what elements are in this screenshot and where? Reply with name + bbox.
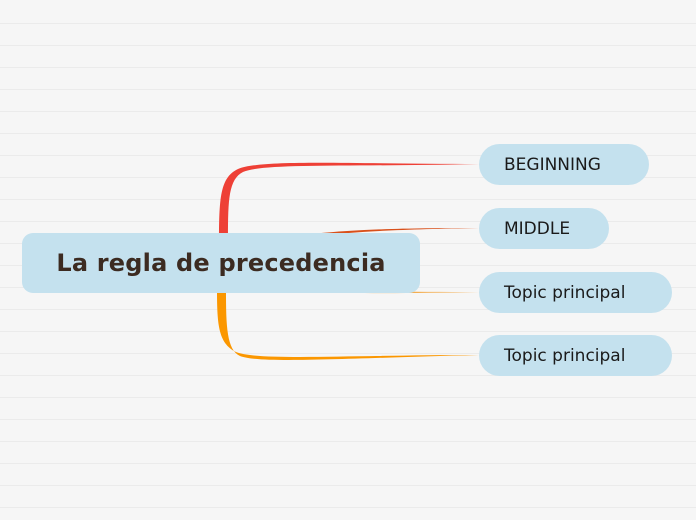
- central-topic-node[interactable]: La regla de precedencia: [22, 233, 420, 293]
- topic-node-topic-principal-2[interactable]: Topic principal: [479, 335, 672, 376]
- topic-node-topic-principal-1[interactable]: Topic principal: [479, 272, 672, 313]
- topic-node-topic-principal-2-label: Topic principal: [504, 345, 626, 366]
- central-topic-label: La regla de precedencia: [56, 249, 386, 277]
- topic-node-topic-principal-1-label: Topic principal: [504, 282, 626, 303]
- topic-node-middle-label: MIDDLE: [504, 218, 571, 239]
- topic-node-middle[interactable]: MIDDLE: [479, 208, 609, 249]
- topic-node-beginning-label: BEGINNING: [504, 154, 601, 175]
- topic-node-beginning[interactable]: BEGINNING: [479, 144, 649, 185]
